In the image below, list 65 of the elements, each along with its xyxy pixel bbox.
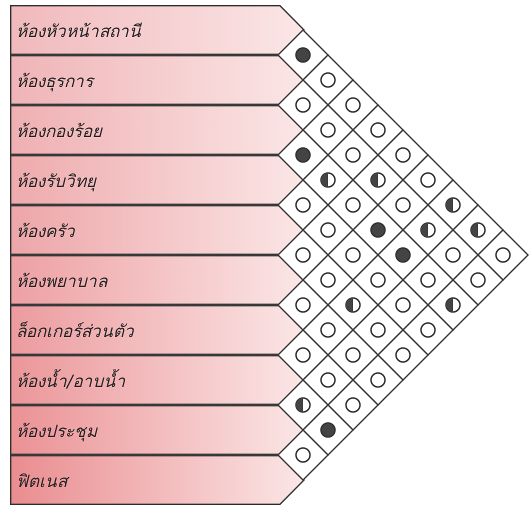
open-circle-mark: [294, 346, 312, 364]
half-dot-mark: [469, 221, 487, 239]
room-label-band: [10, 455, 305, 505]
open-circle-mark: [344, 196, 362, 214]
open-circle-mark: [294, 246, 312, 264]
room-label-band: [10, 155, 305, 205]
room-label-band: [10, 55, 305, 105]
open-circle-mark: [319, 121, 337, 139]
full-dot-mark: [319, 421, 337, 439]
open-circle-mark: [319, 321, 337, 339]
open-circle-mark: [369, 371, 387, 389]
half-dot-mark: [419, 221, 437, 239]
room-label-band: [10, 405, 305, 455]
open-circle-mark: [394, 346, 412, 364]
open-circle-mark: [394, 146, 412, 164]
half-dot-mark: [369, 171, 387, 189]
open-circle-mark: [319, 71, 337, 89]
open-circle-mark: [494, 246, 512, 264]
room-name: ห้องครัว: [16, 221, 75, 244]
open-circle-mark: [344, 346, 362, 364]
open-circle-mark: [419, 271, 437, 289]
room-name: ห้องประชุม: [16, 421, 97, 444]
full-dot-mark: [394, 246, 412, 264]
open-circle-mark: [294, 196, 312, 214]
room-name: ห้องพยาบาล: [16, 271, 107, 294]
open-circle-mark: [319, 371, 337, 389]
room-name: ห้องรับวิทยุ: [16, 171, 96, 194]
full-dot-mark: [294, 46, 312, 64]
open-circle-mark: [344, 396, 362, 414]
open-circle-mark: [394, 296, 412, 314]
open-circle-mark: [319, 221, 337, 239]
open-circle-mark: [344, 96, 362, 114]
room-name: ห้องกองร้อย: [16, 121, 102, 144]
room-name: ห้องธุรการ: [16, 71, 93, 94]
full-dot-mark: [294, 146, 312, 164]
room-name: ห้องหัวหน้าสถานี: [16, 21, 141, 44]
room-label-band: [10, 205, 305, 255]
room-name: ฟิตเนส: [16, 467, 67, 494]
half-dot-mark: [344, 296, 362, 314]
open-circle-mark: [444, 246, 462, 264]
half-dot-mark: [444, 296, 462, 314]
full-dot-mark: [369, 221, 387, 239]
open-circle-mark: [344, 246, 362, 264]
open-circle-mark: [369, 321, 387, 339]
open-circle-mark: [369, 271, 387, 289]
open-circle-mark: [419, 171, 437, 189]
room-name: ล็อกเกอร์ส่วนตัว: [16, 320, 134, 344]
open-circle-mark: [369, 121, 387, 139]
room-label-band: [10, 105, 305, 155]
open-circle-mark: [394, 196, 412, 214]
room-label-band: [10, 255, 305, 305]
open-circle-mark: [469, 271, 487, 289]
room-label-band: [10, 305, 305, 355]
room-label-band: [10, 355, 305, 405]
half-dot-mark: [444, 196, 462, 214]
half-dot-mark: [319, 171, 337, 189]
open-circle-mark: [294, 446, 312, 464]
open-circle-mark: [319, 271, 337, 289]
half-dot-mark: [294, 396, 312, 414]
open-circle-mark: [294, 296, 312, 314]
open-circle-mark: [344, 146, 362, 164]
room-label-band: [10, 5, 305, 55]
room-name: ห้องน้ำ/อาบน้ำ: [16, 367, 126, 394]
open-circle-mark: [294, 96, 312, 114]
open-circle-mark: [419, 321, 437, 339]
